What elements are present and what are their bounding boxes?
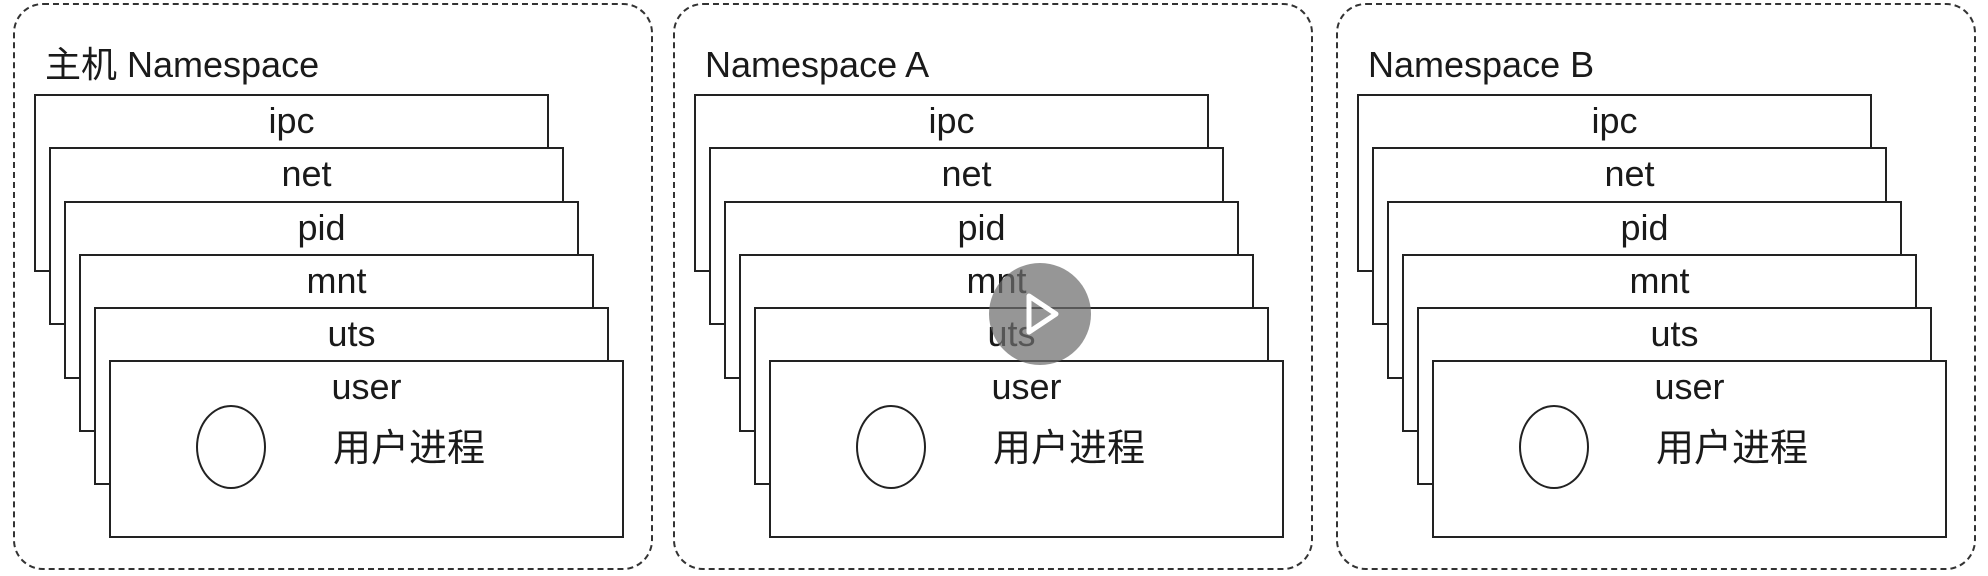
ns-layer-label: net [281,153,332,194]
ns-layer-label: user [991,366,1062,407]
ns-layer-label: mnt [306,260,367,301]
play-icon [1026,293,1059,335]
process-label: 用户进程 [993,428,1146,470]
ns-layer-label: pid [297,207,346,248]
process-circle [856,405,926,489]
process-label: 用户进程 [1656,428,1809,470]
ns-layer-label: uts [327,313,376,354]
panel-title: Namespace B [1368,44,1595,85]
ns-layer-label: uts [1650,313,1699,354]
ns-layer-label: mnt [1629,260,1690,301]
ns-layer-label: net [1604,153,1655,194]
ns-layer-label: ipc [928,100,975,141]
process-label: 用户进程 [333,428,486,470]
host-namespace-panel: 主机 Namespace ipc net pid mnt uts user 用户… [13,3,653,570]
process-circle [1519,405,1589,489]
panel-title: Namespace A [705,44,930,85]
panel-title: 主机 Namespace [45,44,320,85]
process-circle [196,405,266,489]
namespace-b-panel: Namespace B ipc net pid mnt uts user 用户进… [1336,3,1976,570]
ns-layer-label: user [1654,366,1725,407]
ns-layer-user: user 用户进程 [109,360,624,538]
ns-layer-user: user 用户进程 [769,360,1284,538]
ns-layer-label: net [941,153,992,194]
ns-layer-label: pid [1620,207,1669,248]
ns-layer-user: user 用户进程 [1432,360,1947,538]
play-button[interactable] [989,263,1091,365]
namespace-a-panel: Namespace A ipc net pid mnt uts user 用户进… [673,3,1313,570]
ns-layer-label: user [331,366,402,407]
ns-layer-label: ipc [268,100,315,141]
ns-layer-label: pid [957,207,1006,248]
ns-layer-label: ipc [1591,100,1638,141]
